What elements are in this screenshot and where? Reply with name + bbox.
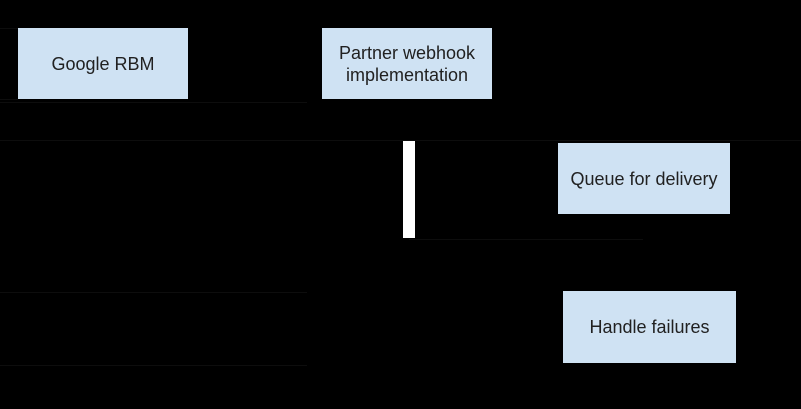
node-partner-webhook-label: Partner webhook implementation (338, 42, 476, 85)
diagram-line (0, 102, 307, 103)
diagram-line (0, 28, 18, 29)
diagram-line (0, 99, 18, 100)
node-google-rbm-label: Google RBM (51, 53, 155, 74)
node-queue-for-delivery: Queue for delivery (558, 143, 730, 214)
diagram-line (0, 365, 307, 366)
node-handle-failures-label: Handle failures (589, 317, 710, 337)
diagram-line (409, 239, 643, 240)
activation-bar (403, 141, 415, 238)
node-partner-webhook: Partner webhook implementation (322, 28, 492, 99)
node-queue-for-delivery-label: Queue for delivery (570, 168, 718, 189)
diagram-line (0, 140, 801, 141)
node-google-rbm: Google RBM (18, 28, 188, 99)
node-handle-failures: Handle failures (563, 291, 736, 363)
diagram-line (0, 292, 307, 293)
